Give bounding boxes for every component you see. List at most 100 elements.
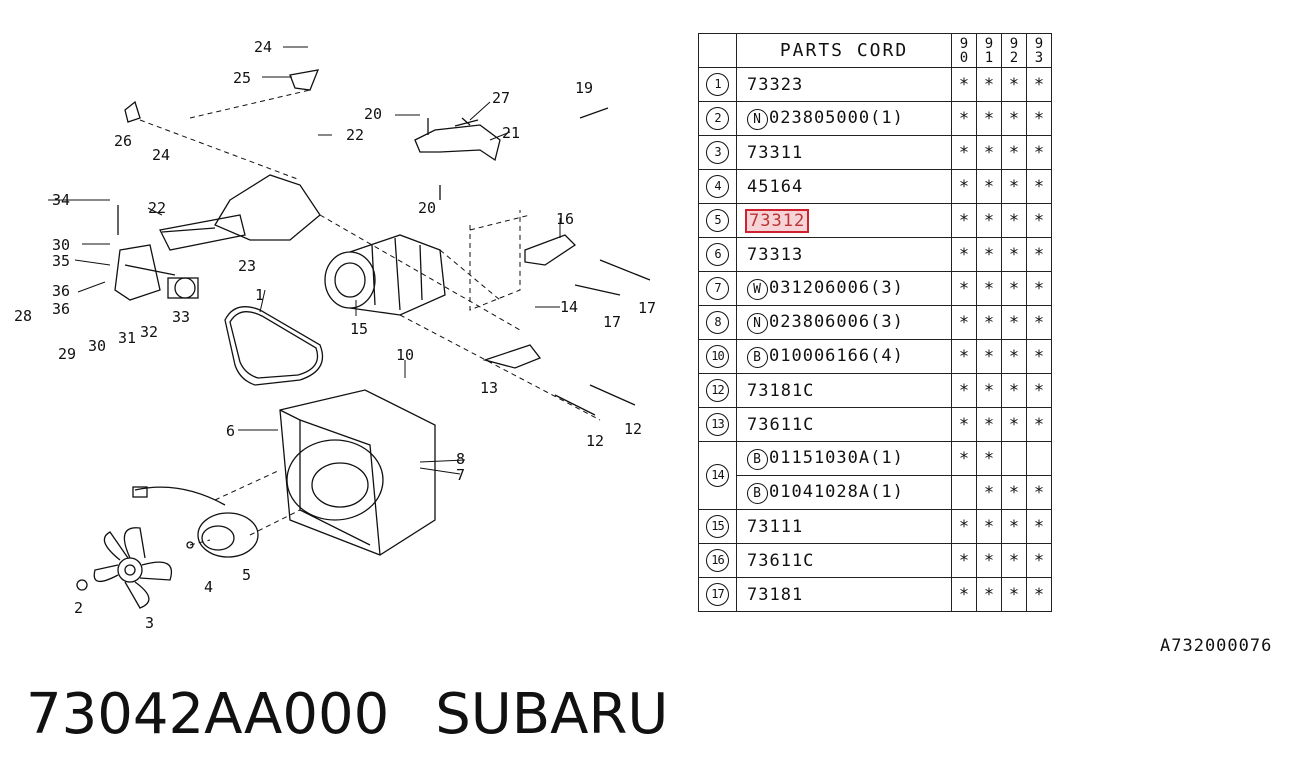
- year-availability-mark: *: [1026, 305, 1052, 340]
- year-availability-mark: *: [976, 373, 1002, 408]
- index-circle: 12: [706, 379, 729, 402]
- svg-text:28: 28: [14, 307, 32, 325]
- row-index: 17: [698, 577, 737, 612]
- svg-text:25: 25: [233, 69, 251, 87]
- year-availability-mark: *: [1001, 543, 1027, 578]
- year-availability-mark: *: [1026, 373, 1052, 408]
- row-index: 2: [698, 101, 737, 136]
- part-code-text: 73181C: [747, 380, 815, 401]
- index-header: [698, 33, 737, 68]
- svg-text:30: 30: [52, 236, 70, 254]
- year-availability-mark: *: [1001, 169, 1027, 204]
- year-availability-mark: *: [951, 271, 977, 306]
- svg-text:36: 36: [52, 300, 70, 318]
- row-index: 5: [698, 203, 737, 238]
- year-availability-mark: *: [1026, 339, 1052, 374]
- index-circle: 3: [706, 141, 729, 164]
- row-index: 12: [698, 373, 737, 408]
- year-availability-mark: [951, 475, 977, 510]
- year-availability-mark: *: [1026, 135, 1052, 170]
- part-code-text: 73111: [747, 516, 804, 537]
- year-availability-mark: *: [1001, 101, 1027, 136]
- year-availability-mark: *: [1026, 169, 1052, 204]
- prefix-circle: B: [747, 482, 768, 504]
- brand-name: SUBARU: [435, 682, 669, 747]
- svg-text:34: 34: [52, 191, 70, 209]
- year-availability-mark: *: [1026, 475, 1052, 510]
- year-availability-mark: *: [951, 237, 977, 272]
- part-code: 73323: [736, 67, 952, 102]
- svg-text:36: 36: [52, 282, 70, 300]
- svg-text:16: 16: [556, 210, 574, 228]
- drive-belt: [224, 306, 324, 386]
- table-title: PARTS CORD: [736, 33, 952, 68]
- index-circle: 15: [706, 515, 729, 538]
- index-circle: 16: [706, 549, 729, 572]
- part-code-text: 010006166(4): [769, 345, 904, 366]
- svg-text:20: 20: [364, 105, 382, 123]
- svg-text:8: 8: [456, 450, 465, 468]
- prefix-circle: B: [747, 448, 768, 470]
- part-code: 73311: [736, 135, 952, 170]
- part-code-text: 73311: [747, 142, 804, 163]
- svg-text:4: 4: [204, 578, 213, 596]
- fan-blade: [93, 527, 172, 609]
- part-code-text: 023805000(1): [769, 107, 904, 128]
- compressor-clutch: [324, 251, 376, 309]
- svg-text:30: 30: [88, 337, 106, 355]
- year-availability-mark: *: [976, 441, 1002, 476]
- year-availability-mark: *: [951, 135, 977, 170]
- part-code-text: 01041028A(1): [769, 481, 904, 502]
- part-code: 73611C: [736, 407, 952, 442]
- index-circle: 8: [706, 311, 729, 334]
- svg-text:12: 12: [624, 420, 642, 438]
- svg-text:24: 24: [152, 146, 170, 164]
- year-availability-mark: *: [1026, 271, 1052, 306]
- index-circle: 14: [706, 464, 729, 487]
- svg-text:27: 27: [492, 89, 510, 107]
- prefix-circle: N: [747, 108, 768, 130]
- year-availability-mark: *: [1026, 101, 1052, 136]
- reference-code: A732000076: [1160, 636, 1273, 656]
- svg-text:22: 22: [148, 199, 166, 217]
- year-availability-mark: *: [1001, 271, 1027, 306]
- index-circle: 17: [706, 583, 729, 606]
- part-code-text: 73181: [747, 584, 804, 605]
- year-availability-mark: *: [1001, 339, 1027, 374]
- svg-text:32: 32: [140, 323, 158, 341]
- year-availability-mark: [1026, 441, 1052, 476]
- year-availability-mark: *: [976, 509, 1002, 544]
- compressor-body: [349, 234, 446, 316]
- part-code-text: 73611C: [747, 414, 815, 435]
- row-index: 15: [698, 509, 737, 544]
- year-availability-mark: *: [976, 67, 1002, 102]
- year-availability-mark: [1001, 441, 1027, 476]
- svg-text:13: 13: [480, 379, 498, 397]
- year-availability-mark: *: [951, 101, 977, 136]
- year-availability-mark: *: [976, 271, 1002, 306]
- index-circle: 13: [706, 413, 729, 436]
- year-availability-mark: *: [1026, 577, 1052, 612]
- row-index: 14: [698, 441, 737, 510]
- row-index: 13: [698, 407, 737, 442]
- year-availability-mark: *: [1001, 203, 1027, 238]
- year-availability-mark: *: [1026, 203, 1052, 238]
- year-availability-mark: *: [1001, 135, 1027, 170]
